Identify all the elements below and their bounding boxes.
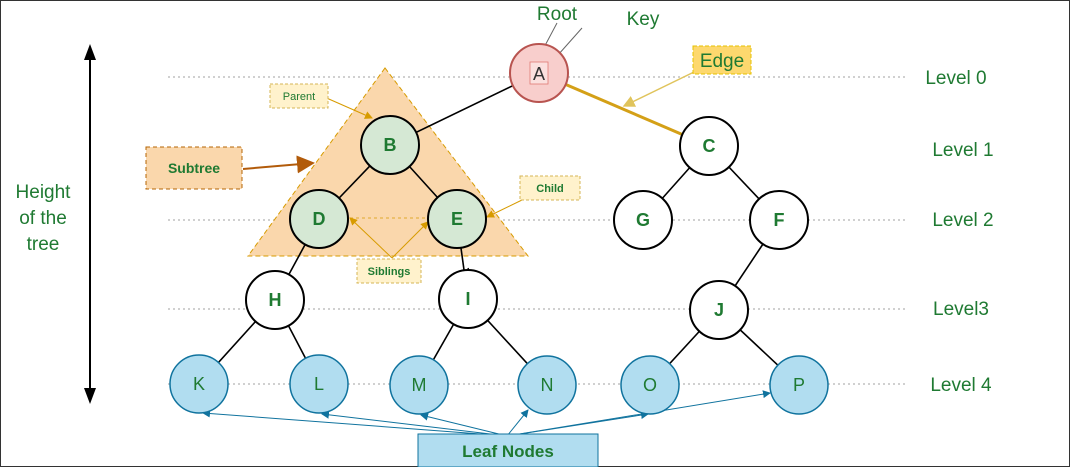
node-g-label: G [636, 210, 650, 230]
leaf-node-m [389, 355, 449, 415]
subtree-pointer-arrow [242, 155, 315, 174]
height-arrow-bottom-head [84, 388, 96, 404]
siblings-pointer-d [349, 217, 393, 259]
child-pointer-arrow [486, 199, 523, 218]
siblings-pointer-e [391, 221, 429, 259]
node-e [427, 189, 487, 249]
node-i-label: I [465, 289, 470, 309]
node-a-label: A [533, 64, 545, 84]
leaf-nodes-label-box [417, 433, 599, 467]
node-f-label: F [774, 210, 785, 230]
level-1-label: Level 1 [932, 140, 993, 161]
node-e-label: E [451, 209, 463, 229]
parent-label: Parent [283, 91, 315, 103]
leaf-pointer-m [420, 412, 508, 437]
leaf-node-o-label: O [643, 375, 657, 395]
level-0-label: Level 0 [925, 68, 986, 89]
leaf-pointers [202, 390, 771, 437]
node-h [245, 270, 305, 330]
root-label: Root [537, 4, 578, 25]
node-h-label: H [269, 290, 282, 310]
leaf-node-l-label: L [314, 374, 324, 394]
leaf-node-m-label: M [412, 375, 427, 395]
child-label-box [519, 175, 581, 201]
level-3-label: Level3 [933, 299, 989, 320]
node-d [289, 189, 349, 249]
leaf-node-k-label: K [193, 374, 205, 394]
height-label-line-3: tree [27, 234, 60, 255]
leaf-pointer-l [321, 410, 508, 437]
leaf-node-o [620, 355, 680, 415]
leaf-node-k [169, 354, 229, 414]
node-i [438, 269, 498, 329]
node-j-label: J [714, 300, 724, 320]
leaf-nodes-label: Leaf Nodes [462, 442, 554, 461]
edge-label-box [692, 45, 752, 75]
node-b-label: B [384, 135, 397, 155]
edge-pointer-arrow [622, 71, 695, 107]
height-label-line-2: of the [19, 208, 67, 229]
leaf-node-p-label: P [793, 375, 805, 395]
node-f [749, 190, 809, 250]
node-c [679, 116, 739, 176]
parent-label-box [269, 83, 329, 109]
siblings-label: Siblings [368, 266, 411, 278]
leaf-pointer-k [202, 409, 508, 437]
edge-label: Edge [700, 51, 744, 72]
node-g [613, 190, 673, 250]
node-c-label: C [703, 136, 716, 156]
leaf-pointer-n [506, 409, 529, 437]
parent-pointer-arrow [321, 95, 373, 119]
node-d-label: D [313, 209, 326, 229]
leaf-node-p [769, 355, 829, 415]
leaf-node-n-label: N [541, 375, 554, 395]
node-b [360, 115, 420, 175]
level-4-label: Level 4 [930, 375, 992, 396]
subtree-label: Subtree [168, 160, 220, 176]
leaf-node-n [517, 355, 577, 415]
node-a-key-box [529, 61, 549, 85]
child-label: Child [536, 183, 564, 195]
siblings-label-box [356, 258, 422, 284]
leaf-node-l [289, 354, 349, 414]
key-label: Key [627, 9, 660, 30]
height-label-line-1: Height [16, 182, 72, 203]
edge-a-c-highlighted [538, 71, 710, 148]
subtree-label-box [145, 146, 243, 190]
level-2-label: Level 2 [932, 210, 993, 231]
height-arrow-top-head [84, 44, 96, 60]
node-j [689, 280, 749, 340]
leaf-pointer-p [506, 390, 771, 437]
